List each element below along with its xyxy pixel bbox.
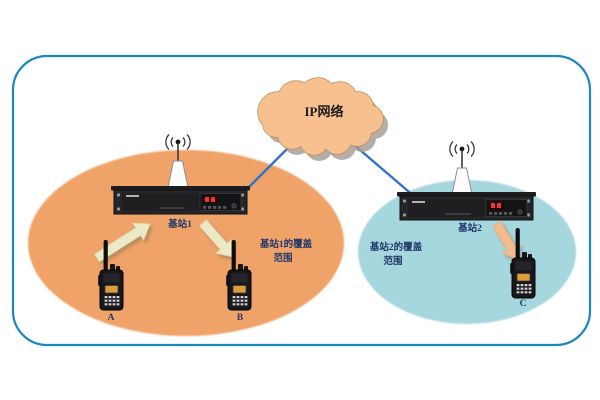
- arrow-a-to-station1: [94, 222, 151, 263]
- radio-c-label: C: [520, 299, 527, 309]
- radio-b-label: B: [237, 313, 244, 323]
- radio-a-label: A: [108, 313, 115, 323]
- ip-network-cloud: IP网络: [257, 77, 388, 161]
- coverage1-label-line2: 范围: [273, 252, 292, 264]
- cloud-label: IP网络: [304, 104, 343, 119]
- base-station-2: [396, 191, 537, 221]
- coverage1-label-line1: 基站1的覆盖: [259, 238, 313, 250]
- coverage2-label-line1: 基站2的覆盖: [369, 241, 423, 253]
- station2-label: 基站2: [457, 222, 482, 234]
- coverage2-label-line2: 范围: [383, 255, 402, 267]
- antenna-2-icon: [449, 140, 475, 200]
- base-station-1: [110, 185, 251, 215]
- diagram-border: [11, 54, 592, 347]
- station1-label: 基站1: [167, 218, 192, 230]
